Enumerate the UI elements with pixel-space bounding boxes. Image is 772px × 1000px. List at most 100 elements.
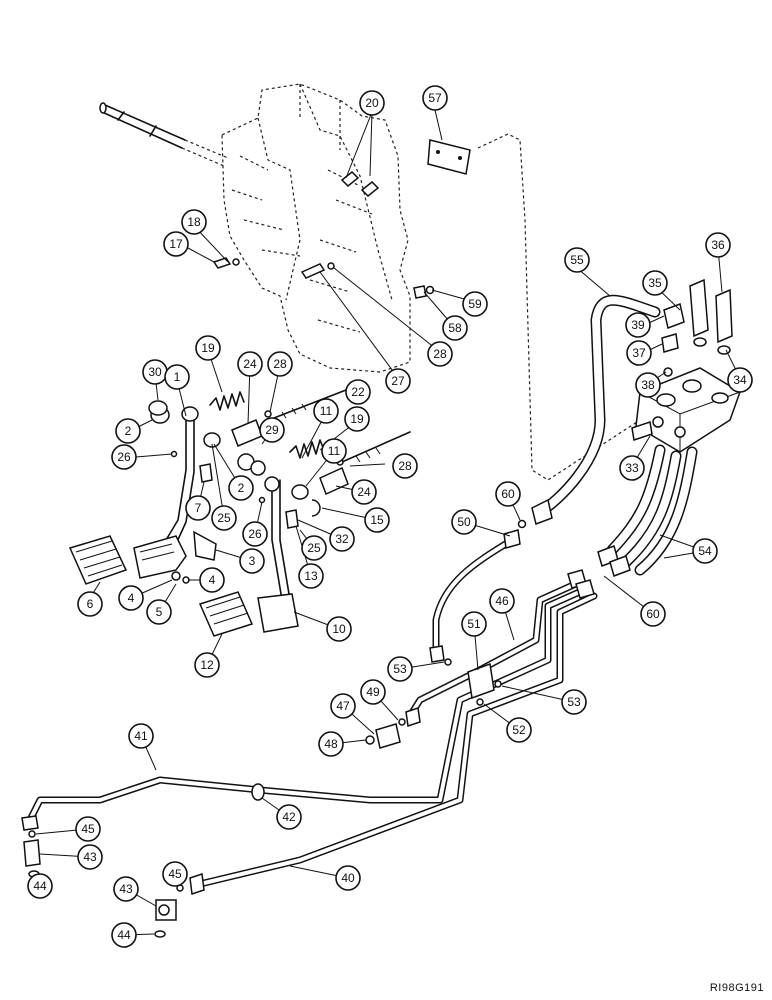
- callout: 20: [359, 90, 385, 116]
- callout: 2: [115, 418, 141, 444]
- housing-hardware: [212, 139, 471, 299]
- callout: 53: [561, 689, 587, 715]
- svg-text:2: 2: [125, 424, 132, 438]
- callout: 57: [422, 85, 448, 111]
- callout: 2: [228, 475, 254, 501]
- svg-text:39: 39: [631, 318, 645, 332]
- svg-text:22: 22: [351, 385, 365, 399]
- callout: 19: [195, 335, 221, 361]
- svg-text:18: 18: [187, 215, 201, 229]
- svg-text:11: 11: [328, 444, 341, 458]
- svg-text:45: 45: [81, 822, 95, 836]
- svg-text:26: 26: [117, 450, 131, 464]
- callout: 17: [163, 231, 189, 257]
- callout: 11: [321, 438, 347, 464]
- callout: 45: [75, 816, 101, 842]
- svg-text:20: 20: [365, 96, 379, 110]
- svg-text:43: 43: [83, 850, 97, 864]
- svg-text:28: 28: [433, 347, 447, 361]
- callout: 18: [181, 209, 207, 235]
- callout: 12: [194, 652, 220, 678]
- callout: 42: [276, 804, 302, 830]
- svg-text:29: 29: [265, 423, 279, 437]
- callout: 28: [392, 453, 418, 479]
- svg-text:28: 28: [398, 459, 412, 473]
- callout: 49: [360, 679, 386, 705]
- svg-text:38: 38: [641, 378, 655, 392]
- svg-text:25: 25: [217, 511, 231, 525]
- callout: 32: [329, 526, 355, 552]
- svg-text:48: 48: [324, 737, 338, 751]
- svg-text:10: 10: [332, 622, 346, 636]
- svg-text:41: 41: [134, 729, 148, 743]
- callout: 25: [211, 505, 237, 531]
- callout: 50: [451, 509, 477, 535]
- callout: 38: [635, 372, 661, 398]
- callout: 24: [237, 351, 263, 377]
- svg-text:26: 26: [248, 527, 262, 541]
- svg-text:57: 57: [428, 91, 442, 105]
- housing-frame: [99, 83, 641, 481]
- svg-text:60: 60: [646, 607, 660, 621]
- callout: 44: [111, 922, 137, 948]
- svg-text:35: 35: [648, 276, 662, 290]
- callout: 58: [442, 315, 468, 341]
- svg-text:2: 2: [238, 481, 245, 495]
- callout: 30: [142, 359, 168, 385]
- callout: 60: [495, 481, 521, 507]
- callout: 7: [185, 495, 211, 521]
- callout: 35: [642, 270, 668, 296]
- svg-text:40: 40: [341, 871, 355, 885]
- callout: 40: [335, 865, 361, 891]
- callout: 55: [564, 247, 590, 273]
- callout: 11: [313, 398, 339, 424]
- callout: 6: [77, 591, 103, 617]
- svg-text:58: 58: [448, 321, 462, 335]
- svg-text:24: 24: [357, 485, 371, 499]
- callout: 5: [146, 599, 172, 625]
- svg-text:6: 6: [87, 597, 94, 611]
- svg-text:55: 55: [570, 253, 584, 267]
- hoses: [517, 294, 698, 577]
- svg-text:32: 32: [335, 532, 349, 546]
- svg-text:15: 15: [370, 513, 384, 527]
- callout: 60: [640, 601, 666, 627]
- brake-valve: [631, 278, 741, 453]
- svg-text:27: 27: [391, 374, 405, 388]
- svg-text:4: 4: [209, 573, 216, 587]
- svg-text:25: 25: [307, 541, 321, 555]
- svg-text:19: 19: [350, 412, 364, 426]
- callout: 26: [242, 521, 268, 547]
- svg-text:47: 47: [336, 699, 350, 713]
- callout: 27: [385, 368, 411, 394]
- svg-text:12: 12: [200, 658, 214, 672]
- svg-text:3: 3: [249, 554, 256, 568]
- svg-text:44: 44: [117, 928, 131, 942]
- svg-text:4: 4: [128, 591, 135, 605]
- callout: 51: [461, 611, 487, 637]
- callout: 39: [625, 312, 651, 338]
- callout: 34: [727, 367, 753, 393]
- callout: 13: [298, 563, 324, 589]
- svg-text:45: 45: [168, 867, 182, 881]
- svg-text:46: 46: [495, 594, 509, 608]
- callout: 53: [387, 656, 413, 682]
- svg-text:1: 1: [174, 370, 181, 384]
- figure-code: RI98G191: [709, 982, 764, 994]
- callout: 44: [27, 873, 53, 899]
- callout: 48: [318, 731, 344, 757]
- svg-text:5: 5: [156, 605, 163, 619]
- callout: 43: [77, 844, 103, 870]
- callout: 43: [113, 876, 139, 902]
- callout: 22: [345, 379, 371, 405]
- svg-text:53: 53: [393, 662, 407, 676]
- callout: 59: [462, 291, 488, 317]
- svg-text:49: 49: [366, 685, 380, 699]
- callout: 4: [118, 585, 144, 611]
- callout: 54: [692, 538, 718, 564]
- callout: 25: [301, 535, 327, 561]
- pedal-tread-right: [198, 591, 254, 637]
- callout: 19: [344, 406, 370, 432]
- callout: 26: [111, 444, 137, 470]
